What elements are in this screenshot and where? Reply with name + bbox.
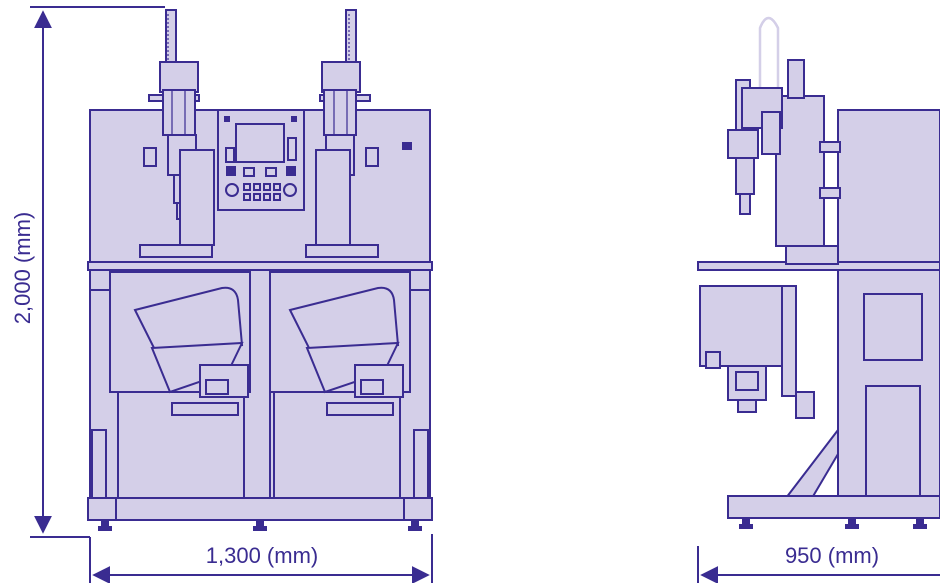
indicator-light [402,142,412,150]
side-column [775,95,825,247]
height-dimension-label: 2,000 (mm) [10,212,35,324]
front-width-dimension-label: 1,300 (mm) [206,543,318,568]
right-hopper [269,271,411,499]
front-view [87,9,433,531]
control-panel [217,109,305,211]
left-press-head [139,9,215,258]
side-base [727,495,940,519]
right-press-head [305,9,379,258]
side-feet [739,518,927,529]
dimension-lines [30,6,940,583]
left-hopper [109,271,251,499]
side-depth-dimension-label: 950 (mm) [785,543,879,568]
side-view [697,16,940,529]
front-base [87,497,433,521]
front-feet [98,520,422,531]
front-table-top [87,261,433,271]
